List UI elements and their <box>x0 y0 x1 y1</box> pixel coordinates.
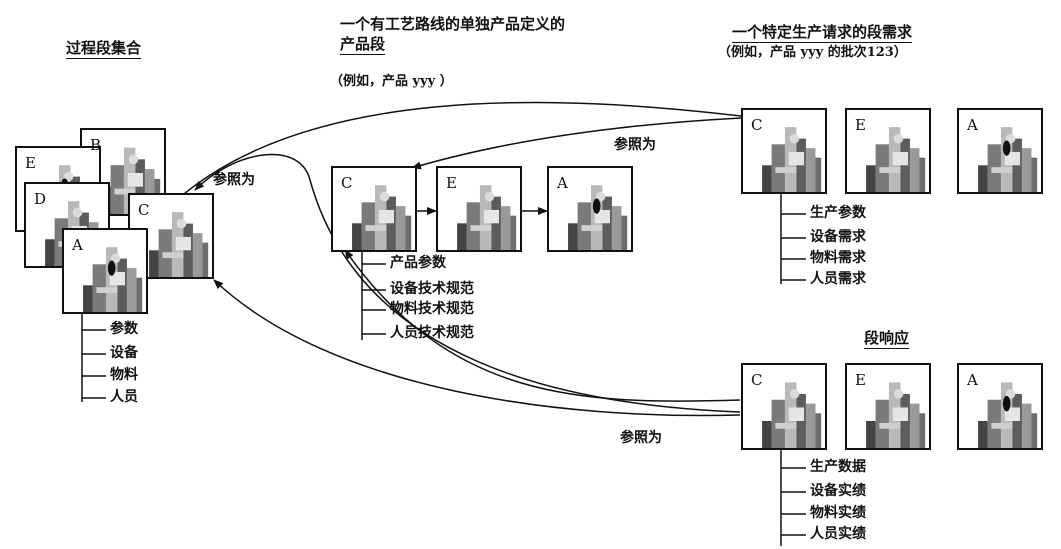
response-tree-item: 生产数据 <box>810 459 866 475</box>
refers-curve-requirement-to-product <box>411 117 742 170</box>
response-card-e: E <box>845 363 931 450</box>
factory-illustration-icon <box>149 212 209 277</box>
header-process-segments: 过程段集合 <box>66 39 142 59</box>
header-segment-response: 段响应 <box>864 329 910 349</box>
product-segment-card-e: E <box>436 166 522 252</box>
product-tree-item: 物料技术规范 <box>390 301 474 317</box>
header-segment-requirement-line2: （例如，产品 yyy 的批次123） <box>718 45 907 60</box>
factory-illustration-icon <box>568 185 628 250</box>
requirement-tree-item: 人员需求 <box>810 271 866 287</box>
factory-illustration-icon <box>457 185 517 250</box>
product-tree-item: 产品参数 <box>390 255 446 271</box>
requirement-tree-item: 生产参数 <box>810 205 866 221</box>
refers-curve-response-to-process <box>213 279 741 417</box>
response-tree-item: 物料实绩 <box>810 505 866 521</box>
factory-illustration-icon <box>352 185 412 250</box>
product-tree-item: 人员技术规范 <box>390 325 474 341</box>
requirement-tree-item: 物料需求 <box>810 250 866 266</box>
factory-illustration-icon <box>978 382 1038 448</box>
response-tree-item: 设备实绩 <box>810 483 866 499</box>
product-segment-card-a: A <box>547 166 633 252</box>
requirement-card-e: E <box>845 108 931 194</box>
factory-illustration-icon <box>762 382 822 448</box>
factory-illustration-icon <box>83 247 143 312</box>
process-tree-item: 人员 <box>110 389 138 405</box>
process-tree-item: 设备 <box>110 345 138 361</box>
header-product-segment-line1: 一个有工艺路线的单独产品定义的 <box>340 15 566 33</box>
header-segment-requirement-line1: 一个特定生产请求的段需求 <box>732 23 913 43</box>
process-tree-item: 物料 <box>110 367 138 383</box>
factory-illustration-icon <box>866 382 926 448</box>
process-tree-item: 参数 <box>110 321 138 337</box>
product-tree-item: 设备技术规范 <box>390 281 474 297</box>
requirement-tree-item: 设备需求 <box>810 229 866 245</box>
factory-illustration-icon <box>762 127 822 192</box>
tree-lines <box>81 194 806 546</box>
header-product-segment-example: （例如，产品 yyy ） <box>330 74 453 89</box>
product-segment-card-c: C <box>331 166 417 252</box>
refers-to-label: 参照为 <box>614 137 656 153</box>
response-card-a: A <box>957 363 1043 450</box>
factory-illustration-icon <box>978 127 1038 192</box>
refers-curve-requirement-to-process <box>167 101 742 209</box>
factory-illustration-icon <box>866 127 926 192</box>
process-segment-card-a: A <box>62 228 148 314</box>
response-card-c: C <box>741 363 827 450</box>
requirement-card-a: A <box>957 108 1043 194</box>
header-product-segment-line2: 产品段 <box>340 35 386 55</box>
refers-to-label: 参照为 <box>213 172 255 188</box>
refers-curve-response-to-product <box>344 249 741 402</box>
refers-to-label: 参照为 <box>620 430 662 446</box>
requirement-card-c: C <box>741 108 827 194</box>
response-tree-item: 人员实绩 <box>810 526 866 542</box>
